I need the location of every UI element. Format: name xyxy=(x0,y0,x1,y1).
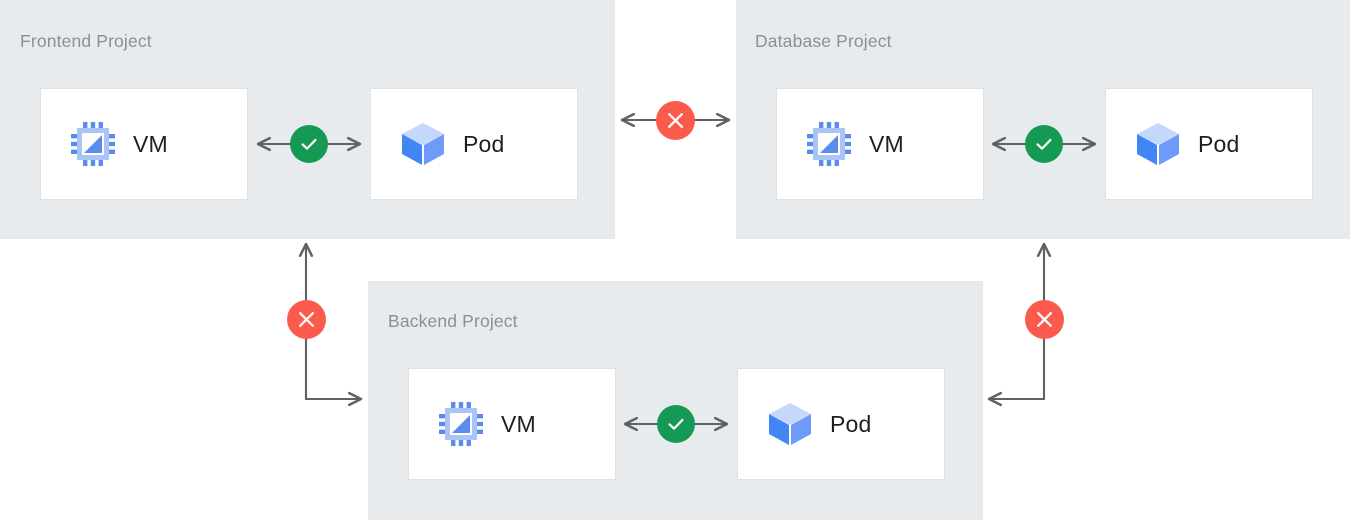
resource-card-frontend-pod[interactable]: Pod xyxy=(370,88,578,200)
project-title-database: Database Project xyxy=(755,31,892,51)
status-badge-database-vm-pod-allowed[interactable] xyxy=(1025,125,1063,163)
status-badge-backend-vm-pod-allowed[interactable] xyxy=(657,405,695,443)
resource-label-database-vm: VM xyxy=(869,130,904,157)
cube-icon xyxy=(766,400,814,448)
cpu-chip-icon xyxy=(69,120,117,168)
resource-label-backend-vm: VM xyxy=(501,410,536,437)
check-circle-icon xyxy=(301,138,317,150)
x-circle-icon xyxy=(1037,312,1052,327)
resource-card-database-vm[interactable]: VM xyxy=(776,88,984,200)
resource-card-backend-vm[interactable]: VM xyxy=(408,368,616,480)
resource-card-database-pod[interactable]: Pod xyxy=(1105,88,1313,200)
project-title-backend: Backend Project xyxy=(388,311,518,331)
status-badge-frontend-database-blocked[interactable] xyxy=(656,101,695,140)
cube-icon xyxy=(399,120,447,168)
x-circle-icon xyxy=(668,113,683,128)
cpu-chip-icon xyxy=(437,400,485,448)
resource-card-backend-pod[interactable]: Pod xyxy=(737,368,945,480)
check-circle-icon xyxy=(668,418,684,430)
resource-card-frontend-vm[interactable]: VM xyxy=(40,88,248,200)
project-title-frontend: Frontend Project xyxy=(20,31,152,51)
resource-label-backend-pod: Pod xyxy=(830,410,872,437)
x-circle-icon xyxy=(299,312,314,327)
resource-label-frontend-pod: Pod xyxy=(463,130,505,157)
status-badge-frontend-backend-blocked[interactable] xyxy=(287,300,326,339)
check-circle-icon xyxy=(1036,138,1052,150)
resource-label-frontend-vm: VM xyxy=(133,130,168,157)
cube-icon xyxy=(1134,120,1182,168)
cpu-chip-icon xyxy=(805,120,853,168)
status-badge-frontend-vm-pod-allowed[interactable] xyxy=(290,125,328,163)
resource-label-database-pod: Pod xyxy=(1198,130,1240,157)
status-badge-database-backend-blocked[interactable] xyxy=(1025,300,1064,339)
